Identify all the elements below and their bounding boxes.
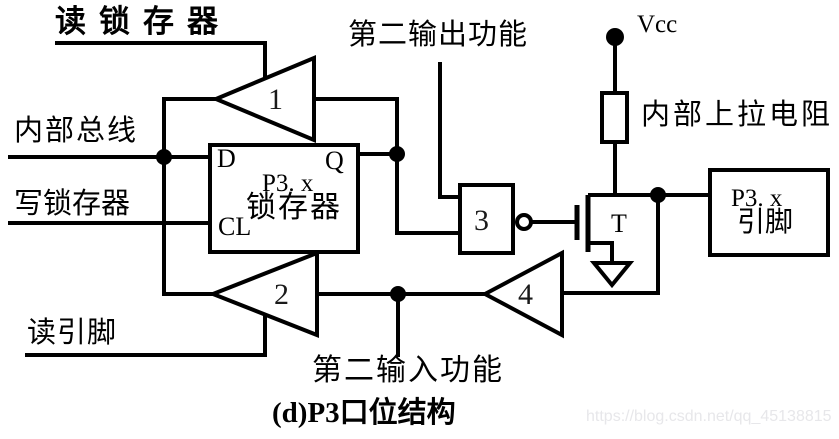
read-pin-wire [25,313,267,357]
read-pin-label: 读引脚 [27,317,118,349]
latch-box [208,143,360,254]
latch-name-line2: 锁存器 [246,191,342,224]
bus-junction-dot [156,149,172,165]
transistor-label: T [611,209,627,238]
watermark-text: https://blog.csdn.net/qq_45138815 [586,408,832,425]
bus-vertical-wire [162,97,216,296]
latch-name-line1: P3. x [262,170,314,197]
junction-dots [156,28,666,302]
ground-symbol [589,261,635,289]
second-input-function-label: 第二输入功能 [312,354,504,387]
buffer2-number-label: 2 [274,278,289,311]
pullup-resistor [600,91,629,144]
wires [8,41,710,357]
buffer4-number-label: 4 [518,278,533,311]
gate3-inverter-bubble [515,213,533,231]
q-junction-dot [389,146,405,162]
boxes [208,91,830,257]
latch-d-terminal-label: D [217,144,236,173]
read-latch-label: 读锁存器 [55,4,231,39]
buffers [207,54,564,339]
buffer1-number-label: 1 [268,83,283,116]
pin-box [708,168,830,257]
pin-box-name-line2: 引脚 [737,207,794,238]
latch-cl-terminal-label: CL [218,212,252,241]
buffer2-triangle [207,250,319,338]
second-output-function-label: 第二输出功能 [348,19,529,51]
buffer1-triangle [210,54,316,144]
pin-box-name-line1: P3. x [731,185,783,212]
vcc-label: Vcc [637,11,678,38]
buffer4-triangle [480,249,564,339]
read-latch-wire [55,41,267,78]
vcc-terminal-dot [606,28,624,46]
second-output-wire [438,62,460,199]
latch-q-terminal-label: Q [325,146,344,175]
gate3-number-label: 3 [474,204,489,237]
buffer1-input-wire [314,97,460,235]
source-wire [588,241,614,263]
pullup-resistor-label: 内部上拉电阻 [641,99,834,131]
buffer4-input-wire [562,195,660,295]
transistor [574,195,591,252]
internal-bus-label: 内部总线 [14,115,139,147]
second-input-junction-dot [390,286,406,302]
gate3-box [458,183,515,255]
pin-junction-dot [650,187,666,203]
write-latch-label: 写锁存器 [14,188,131,220]
figure-caption: (d)P3口位结构 [272,397,456,429]
